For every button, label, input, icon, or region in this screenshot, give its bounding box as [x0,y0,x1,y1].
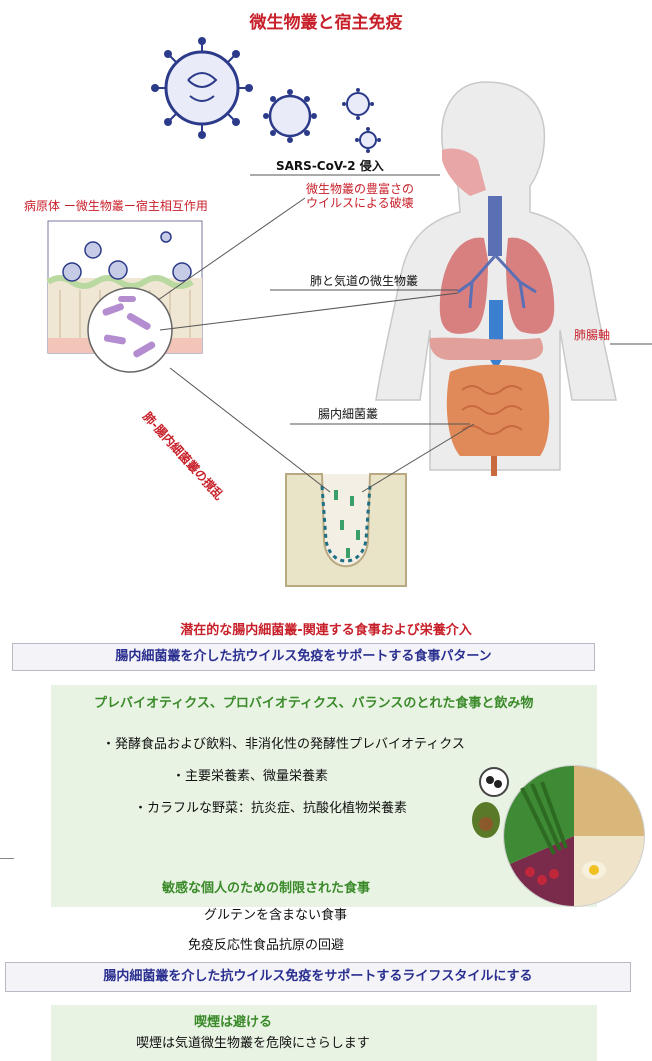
bullet-fermented: ・発酵食品および飲料、非消化性の発酵性プレバイオティクス [102,737,465,752]
gut-lung-axis-label: 肺腸軸 [574,328,611,342]
bullet-nutrients: ・主要栄養素、微量栄養素 [172,769,329,784]
pathogen-label: 病原体 ー微生物叢ー宿主相互作用 [24,199,208,213]
gut-microbiome-label: 腸内細菌叢 [318,407,379,421]
diagram-graphic [46,37,652,587]
prebiotics-heading: プレバイオティクス、プロバイオティクス、バランスのとれた食事と飲み物 [94,696,534,711]
gluten-free-text: グルテンを含まない食事 [204,908,348,923]
intervention-heading: 潜在的な腸内細菌叢-関連する食事および栄養介入 [180,623,472,638]
divider-mark [0,858,14,859]
virus-large-icon [151,37,253,139]
pathogen-interaction-panel [46,220,203,373]
smoking-text: 喫煙は気道微生物叢を危険にさらします [136,1036,370,1051]
destruction-line-1: 微生物叢の豊富さの [306,182,415,196]
human-body-icon [375,81,617,476]
antigen-avoid-text: 免疫反応性食品抗原の回避 [188,938,345,953]
virus-medium-icon [263,89,317,143]
virus-small-icon [342,88,381,153]
smoking-heading: 喫煙は避ける [194,1015,273,1030]
page-title: 微生物叢と宿主免疫 [249,13,403,33]
diet-pattern-box: 腸内細菌叢を介した抗ウイルス免疫をサポートする食事パターン [12,643,595,671]
destruction-line-2: ウイルスによる破壊 [306,196,414,210]
sars-name: SARS-CoV-2 [276,159,356,173]
restricted-heading: 敏感な個人のための制限された食事 [162,881,371,896]
smoking-panel [51,1005,597,1061]
bullet-vegetables: ・カラフルな野菜：抗炎症、抗酸化植物栄養素 [134,801,408,816]
lifestyle-box: 腸内細菌叢を介した抗ウイルス免疫をサポートするライフスタイルにする [5,962,631,992]
food-plate-icon [472,765,645,907]
diet-panel [51,685,597,907]
destruction-label: 微生物叢の豊富さの ウイルスによる破壊 [306,182,414,210]
intestinal-villus-icon [285,473,407,587]
sars-label: SARS-CoV-2 侵入 [276,157,384,174]
lung-microbiome-label: 肺と気道の微生物叢 [310,274,419,288]
invasion-label: 侵入 [359,159,384,173]
